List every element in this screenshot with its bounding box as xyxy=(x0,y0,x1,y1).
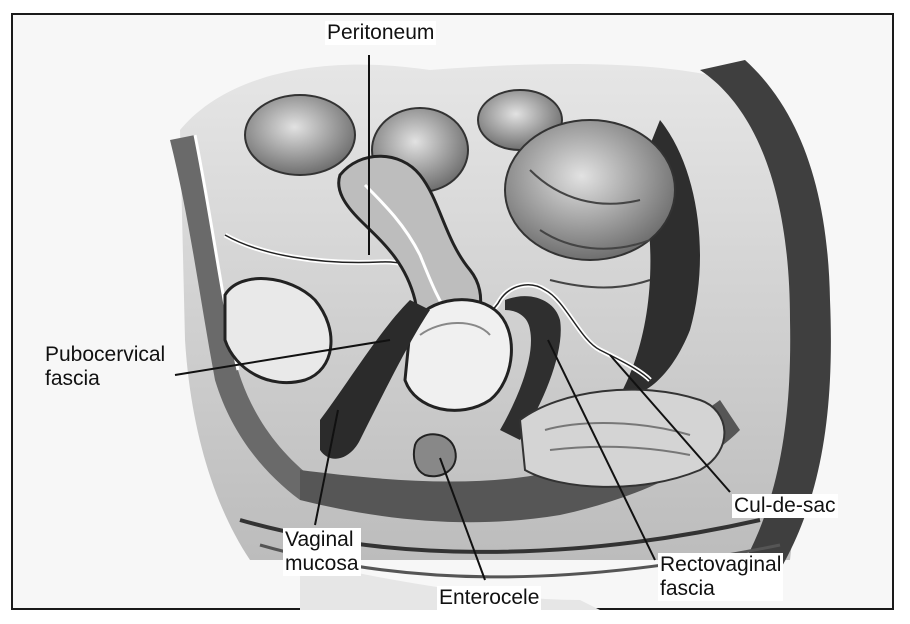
label-vaginal-mucosa: Vaginal mucosa xyxy=(283,528,361,576)
label-peritoneum-text: Peritoneum xyxy=(327,21,434,44)
label-cul-de-sac-text: Cul-de-sac xyxy=(734,494,836,517)
label-vaginal-line2: mucosa xyxy=(285,552,359,576)
label-vaginal-line1: Vaginal xyxy=(285,528,359,552)
enterocele-knot xyxy=(414,434,456,476)
label-cul-de-sac: Cul-de-sac xyxy=(732,494,838,518)
label-pubocervical-line1: Pubocervical xyxy=(45,343,165,367)
label-rectovaginal-line2: fascia xyxy=(660,577,781,601)
label-enterocele-text: Enterocele xyxy=(439,586,539,609)
rectum-lumen xyxy=(520,390,724,487)
label-rectovaginal-fascia: Rectovaginal fascia xyxy=(658,553,783,601)
label-enterocele: Enterocele xyxy=(437,586,541,610)
label-rectovaginal-line1: Rectovaginal xyxy=(660,553,781,577)
label-peritoneum: Peritoneum xyxy=(325,21,436,45)
label-pubocervical-line2: fascia xyxy=(45,367,165,391)
label-pubocervical-fascia: Pubocervical fascia xyxy=(45,343,165,391)
bowel-loop-4 xyxy=(505,120,675,260)
bowel-loop-1 xyxy=(245,95,355,175)
